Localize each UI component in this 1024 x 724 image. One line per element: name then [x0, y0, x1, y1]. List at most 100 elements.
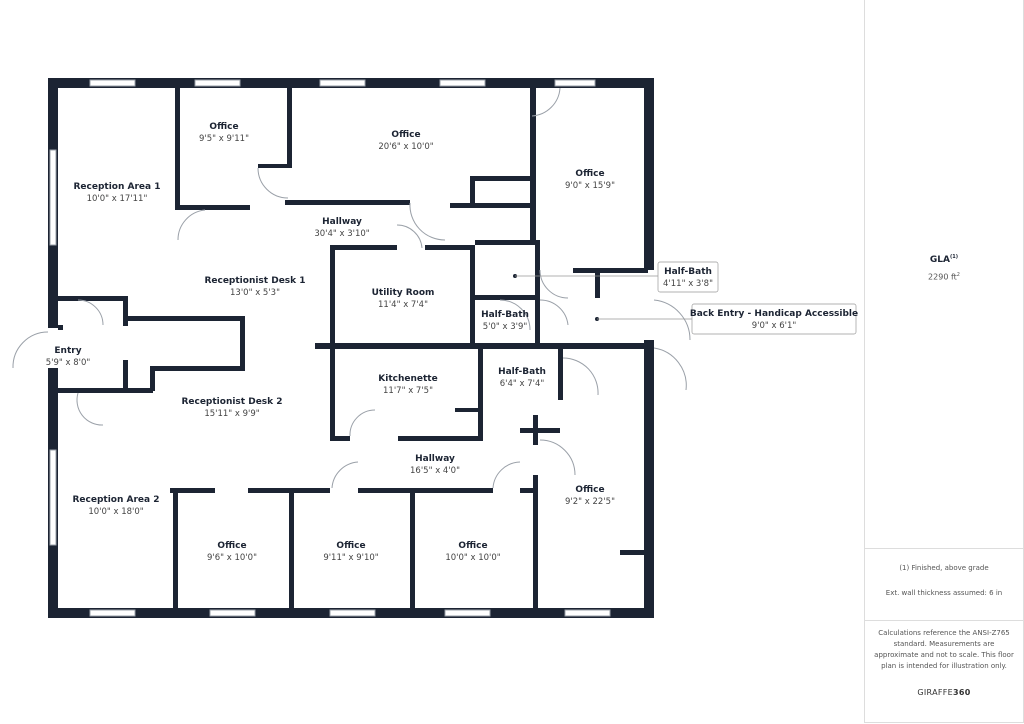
room-name: Reception Area 1: [73, 182, 160, 192]
callouts: [513, 261, 857, 335]
room-name: Utility Room: [372, 288, 435, 298]
window: [49, 149, 57, 246]
door: [539, 299, 569, 326]
room-dims: 9'11" x 9'10": [323, 553, 378, 563]
room-dims: 9'0" x 15'9": [565, 181, 615, 191]
room-dims: 9'2" x 22'5": [565, 497, 615, 507]
wall: [398, 436, 483, 441]
wall: [478, 345, 483, 440]
room-dims: 10'0" x 17'11": [87, 194, 148, 204]
wall: [285, 200, 410, 205]
room-dims: 15'11" x 9'9": [204, 409, 259, 419]
room-name: Back Entry - Handicap Accessible: [690, 309, 858, 319]
window: [319, 79, 366, 87]
room-name: Receptionist Desk 1: [204, 276, 305, 286]
wall: [175, 88, 180, 210]
disclaimer: Calculations reference the ANSI-Z765 sta…: [874, 629, 1014, 670]
wall: [455, 408, 480, 412]
room-name: Office: [575, 485, 604, 495]
room-name: Hallway: [322, 217, 362, 227]
door: [562, 357, 599, 396]
wall: [123, 360, 128, 390]
doors: [12, 87, 691, 489]
room-name: Receptionist Desk 2: [181, 397, 282, 407]
window: [89, 609, 136, 617]
room-dims: 13'0" x 5'3": [230, 288, 280, 298]
wall: [558, 345, 563, 400]
window: [194, 79, 241, 87]
door: [177, 209, 206, 241]
wall: [150, 366, 245, 371]
window: [49, 449, 57, 546]
wall: [410, 488, 415, 608]
gla-footnote-marker: (1): [950, 254, 959, 260]
area-value: 2290 ft: [928, 272, 957, 282]
floor-plan: Reception Area 1 10'0" x 17'11" Office 9…: [12, 78, 858, 618]
room-dims: 9'0" x 6'1": [752, 321, 797, 331]
info-panel: GLA(1) 2290 ft2 (1) Finished, above grad…: [864, 0, 1024, 723]
room-dims: 16'5" x 4'0": [410, 466, 460, 476]
wall: [644, 78, 654, 270]
gla-text: GLA: [929, 255, 951, 265]
door: [76, 392, 104, 426]
divider: [865, 548, 1023, 549]
wall: [358, 488, 493, 493]
room-name: Office: [217, 541, 246, 551]
brand-logo: GIRAFFE360: [865, 688, 1023, 697]
room-dims: 5'0" x 3'9": [483, 322, 528, 332]
wall: [125, 316, 245, 321]
room-labels: Reception Area 1 10'0" x 17'11" Office 9…: [46, 122, 858, 563]
window: [439, 79, 486, 87]
window: [329, 609, 376, 617]
wall: [170, 488, 215, 493]
door: [539, 439, 576, 476]
room-dims: 9'5" x 9'11": [199, 134, 249, 144]
room-name: Half-Bath: [498, 367, 546, 377]
wall: [470, 176, 475, 206]
room-dims: 4'11" x 3'8": [663, 279, 713, 289]
room-dims: 11'4" x 7'4": [378, 300, 428, 310]
room-name: Office: [458, 541, 487, 551]
room-name: Kitchenette: [378, 374, 437, 384]
wall: [620, 550, 644, 555]
footnote: (1) Finished, above grade: [899, 564, 989, 572]
room-dims: 10'0" x 18'0": [88, 507, 143, 517]
wall: [287, 88, 292, 168]
wall: [533, 415, 538, 445]
wall-thickness-note: Ext. wall thickness assumed: 6 in: [885, 589, 1003, 597]
door: [492, 461, 521, 489]
wall: [475, 240, 540, 245]
wall: [258, 164, 292, 168]
room-dims: 20'6" x 10'0": [378, 142, 433, 152]
wall: [330, 245, 335, 345]
gla-label: GLA(1): [865, 254, 1023, 265]
window: [209, 609, 256, 617]
callout-box: [691, 303, 857, 335]
wall: [175, 205, 250, 210]
wall: [123, 296, 128, 326]
room-name: Half-Bath: [664, 267, 712, 277]
gla-area: 2290 ft2: [865, 272, 1023, 282]
room-dims: 30'4" x 3'10": [314, 229, 369, 239]
door: [499, 299, 531, 331]
wall: [58, 325, 63, 330]
wall: [573, 268, 648, 273]
wall: [450, 203, 536, 208]
window: [564, 609, 611, 617]
wall: [332, 245, 397, 250]
room-name: Reception Area 2: [72, 495, 159, 505]
divider: [865, 620, 1023, 621]
wall: [595, 268, 600, 298]
door: [539, 269, 569, 299]
wall: [58, 296, 128, 301]
wall: [330, 345, 335, 440]
door: [653, 347, 687, 391]
room-name: Hallway: [415, 454, 455, 464]
door: [409, 202, 446, 241]
wall: [535, 240, 540, 345]
room-dims: 10'0" x 10'0": [445, 553, 500, 563]
room-dims: 11'7" x 7'5": [383, 386, 433, 396]
callout-box: [657, 261, 719, 293]
wall: [425, 245, 475, 250]
door: [349, 409, 376, 437]
